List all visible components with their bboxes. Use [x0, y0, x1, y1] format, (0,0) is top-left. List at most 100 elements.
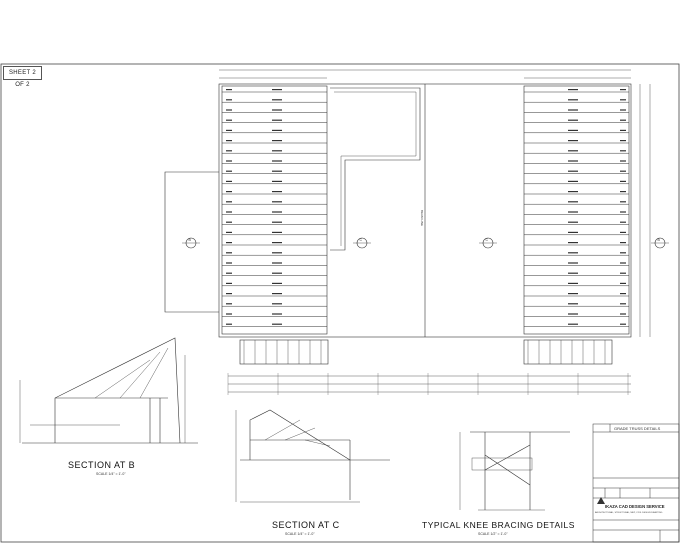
- section-b-drawing: [19, 337, 198, 444]
- truss-right-note: [568, 180, 578, 182]
- truss-right-note: [568, 252, 578, 254]
- truss-left-note: [272, 211, 282, 213]
- truss-left-note: [272, 272, 282, 274]
- knee-bracing-drawing: [459, 431, 570, 511]
- truss-right-tag: [620, 129, 626, 131]
- truss-left-tag: [226, 242, 232, 244]
- knee-bracing-scale: SCALE 1/2" = 1'-0": [478, 532, 508, 536]
- truss-left-tag: [226, 262, 232, 264]
- truss-left-note: [272, 252, 282, 254]
- truss-right-note: [568, 282, 578, 284]
- right-bearing-detail: [523, 339, 613, 365]
- truss-left-note: [272, 180, 282, 182]
- company-logo-icon: [597, 497, 605, 504]
- section-c-truss: [249, 409, 351, 461]
- truss-right-note: [568, 293, 578, 295]
- inner-room-outline-2: [334, 91, 417, 246]
- truss-right-tag: [620, 252, 626, 254]
- knee-bracing-title: TYPICAL KNEE BRACING DETAILS: [422, 520, 575, 530]
- truss-left-note: [272, 201, 282, 203]
- truss-left-note: [272, 129, 282, 131]
- truss-left-tag: [226, 129, 232, 131]
- truss-right-tag: [620, 140, 626, 142]
- truss-right-tag: [620, 109, 626, 111]
- truss-left-tag: [226, 303, 232, 305]
- truss-left-note: [272, 109, 282, 111]
- truss-right-note: [568, 211, 578, 213]
- truss-left-note: [272, 221, 282, 223]
- truss-left-tag: [226, 282, 232, 284]
- truss-right-tag: [620, 282, 626, 284]
- section-marker-mid-left: C: [353, 237, 371, 249]
- truss-right-note: [568, 242, 578, 244]
- truss-right-note: [568, 231, 578, 233]
- truss-left-note: [272, 282, 282, 284]
- section-marker-mid-left-label: C: [360, 238, 363, 242]
- truss-left-note: [272, 293, 282, 295]
- truss-right-tag: [620, 242, 626, 244]
- left-truss-frame: [221, 85, 328, 335]
- truss-notes: [226, 89, 626, 325]
- truss-right-note: [568, 170, 578, 172]
- section-marker-left: B: [182, 237, 200, 249]
- truss-left-note: [272, 89, 282, 91]
- truss-right-tag: [620, 231, 626, 233]
- truss-right-note: [568, 221, 578, 223]
- section-marker-mid-right: C: [479, 237, 497, 249]
- truss-right-note: [568, 99, 578, 101]
- truss-left-tag: [226, 201, 232, 203]
- truss-right-tag: [620, 262, 626, 264]
- title-block: [592, 423, 680, 543]
- truss-right-note: [568, 109, 578, 111]
- truss-left-note: [272, 303, 282, 305]
- truss-right-note: [568, 119, 578, 121]
- truss-right-tag: [620, 170, 626, 172]
- section-c-scale: SCALE 1/4" = 1'-0": [285, 532, 315, 536]
- truss-right-tag: [620, 191, 626, 193]
- truss-left-tag: [226, 323, 232, 325]
- truss-right-tag: [620, 293, 626, 295]
- truss-right-note: [568, 150, 578, 152]
- truss-right-note: [568, 89, 578, 91]
- title-block-project: GRADE TRUSS DETAILS: [614, 426, 661, 431]
- truss-right-note: [568, 262, 578, 264]
- truss-right-tag: [620, 150, 626, 152]
- section-marker-left-label: B: [189, 238, 192, 242]
- truss-left-note: [272, 150, 282, 152]
- truss-left-note: [272, 323, 282, 325]
- truss-left-note: [272, 99, 282, 101]
- truss-right-tag: [620, 201, 626, 203]
- truss-right-tag: [620, 323, 626, 325]
- truss-left-tag: [226, 109, 232, 111]
- truss-right-note: [568, 140, 578, 142]
- truss-left-note: [272, 231, 282, 233]
- section-c-drawing: [235, 409, 390, 503]
- truss-left-note: [272, 170, 282, 172]
- truss-left-tag: [226, 119, 232, 121]
- truss-right-tag: [620, 303, 626, 305]
- truss-left-note: [272, 313, 282, 315]
- truss-right-note: [568, 323, 578, 325]
- truss-right-tag: [620, 272, 626, 274]
- truss-plan: [164, 69, 651, 393]
- truss-right-tag: [620, 119, 626, 121]
- truss-left-note: [272, 140, 282, 142]
- center-label: BEAM LINE: [420, 210, 424, 226]
- truss-right-tag: [620, 99, 626, 101]
- truss-right-note: [568, 201, 578, 203]
- left-extension: [164, 171, 219, 313]
- section-marker-mid-right-label: C: [486, 238, 489, 242]
- section-b-title: SECTION AT B: [68, 460, 136, 470]
- truss-right-tag: [620, 313, 626, 315]
- truss-left-tag: [226, 211, 232, 213]
- truss-left-note: [272, 242, 282, 244]
- truss-right-note: [568, 160, 578, 162]
- truss-left-tag: [226, 252, 232, 254]
- truss-left-tag: [226, 170, 232, 172]
- truss-right-note: [568, 313, 578, 315]
- inner-room-outline: [330, 87, 421, 251]
- truss-right-tag: [620, 180, 626, 182]
- truss-right-note: [568, 303, 578, 305]
- truss-right-note: [568, 191, 578, 193]
